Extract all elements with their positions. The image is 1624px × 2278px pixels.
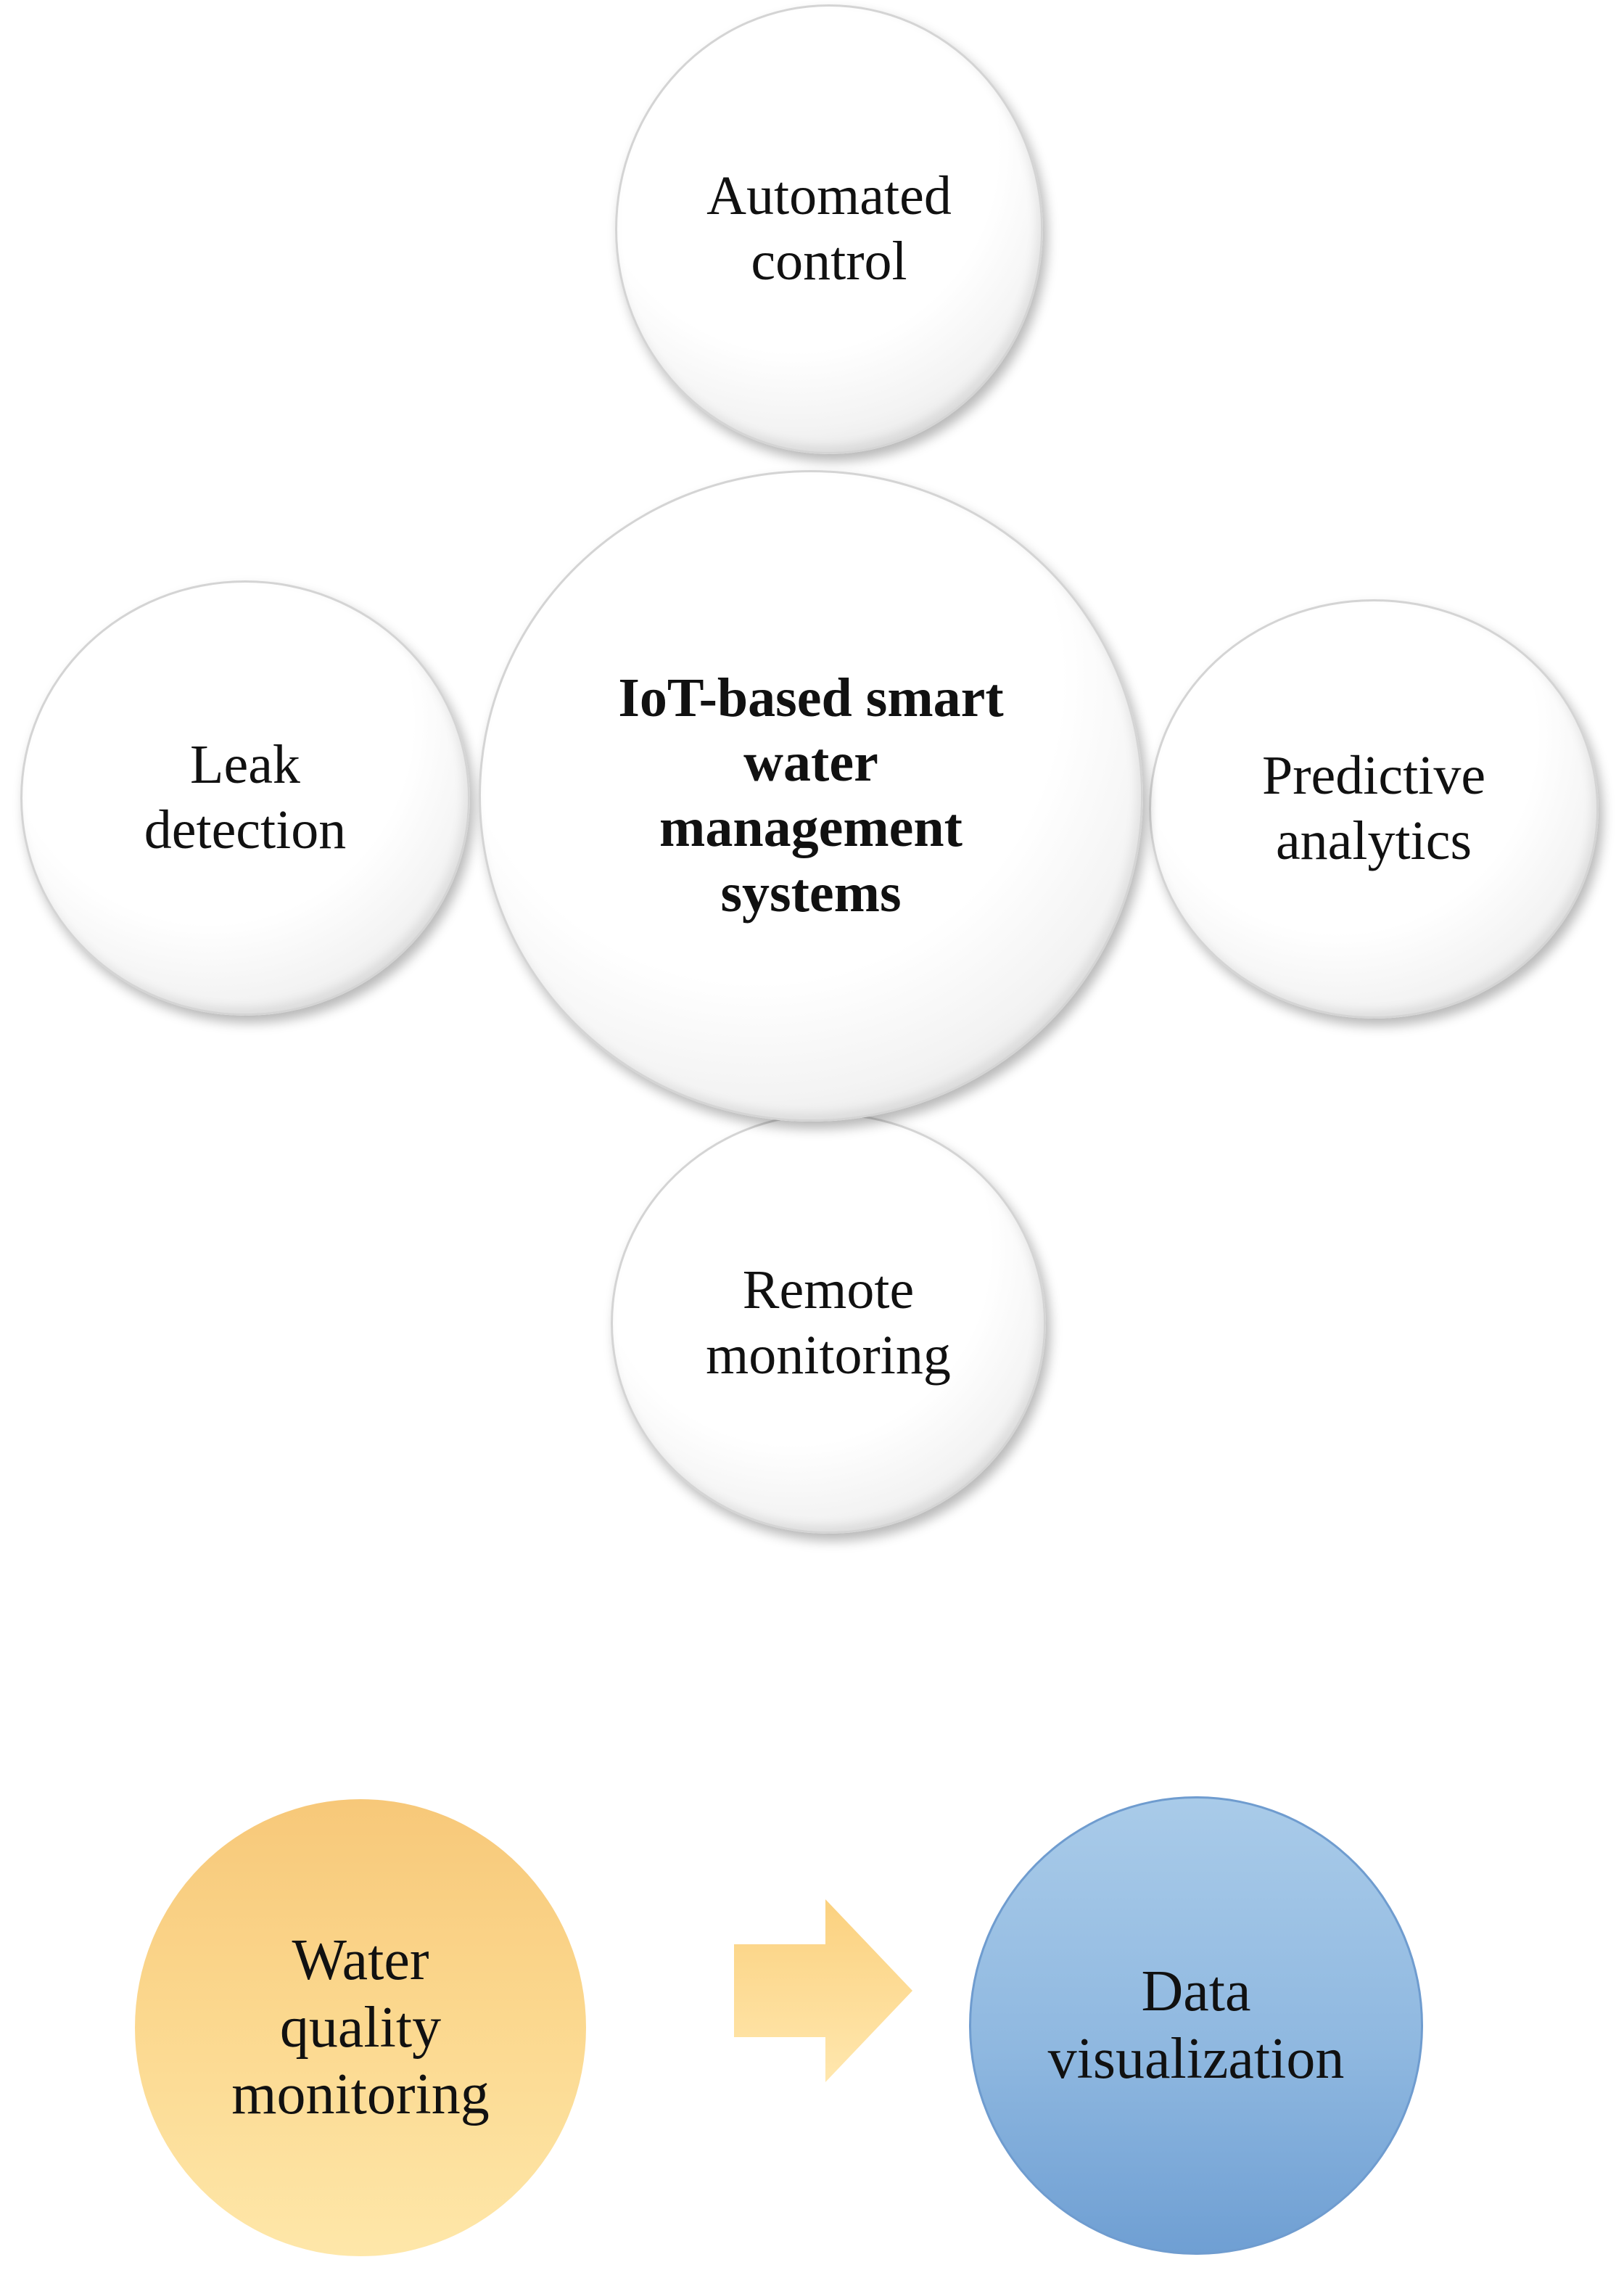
node-leak-detection-label: Leak detection xyxy=(144,734,347,860)
node-center-label: IoT-based smart water management systems xyxy=(618,667,1004,924)
node-remote-monitoring-label: Remote monitoring xyxy=(706,1259,951,1386)
flow-arrow-icon xyxy=(734,1899,912,2082)
node-predictive-analytics-label: Predictive analytics xyxy=(1261,745,1486,871)
node-data-visualization-label: Data visualization xyxy=(1047,1960,1345,2091)
node-water-quality-monitoring: Water quality monitoring xyxy=(135,1799,586,2256)
node-predictive-analytics: Predictive analytics xyxy=(1149,599,1599,1019)
node-water-quality-monitoring-label: Water quality monitoring xyxy=(231,1928,490,2127)
node-data-visualization: Data visualization xyxy=(969,1796,1423,2255)
node-automated-control-label: Automated control xyxy=(706,165,952,292)
node-leak-detection: Leak detection xyxy=(20,580,470,1016)
node-automated-control: Automated control xyxy=(615,4,1043,454)
node-iot-smart-water-center: IoT-based smart water management systems xyxy=(479,470,1143,1122)
node-remote-monitoring: Remote monitoring xyxy=(611,1113,1046,1534)
